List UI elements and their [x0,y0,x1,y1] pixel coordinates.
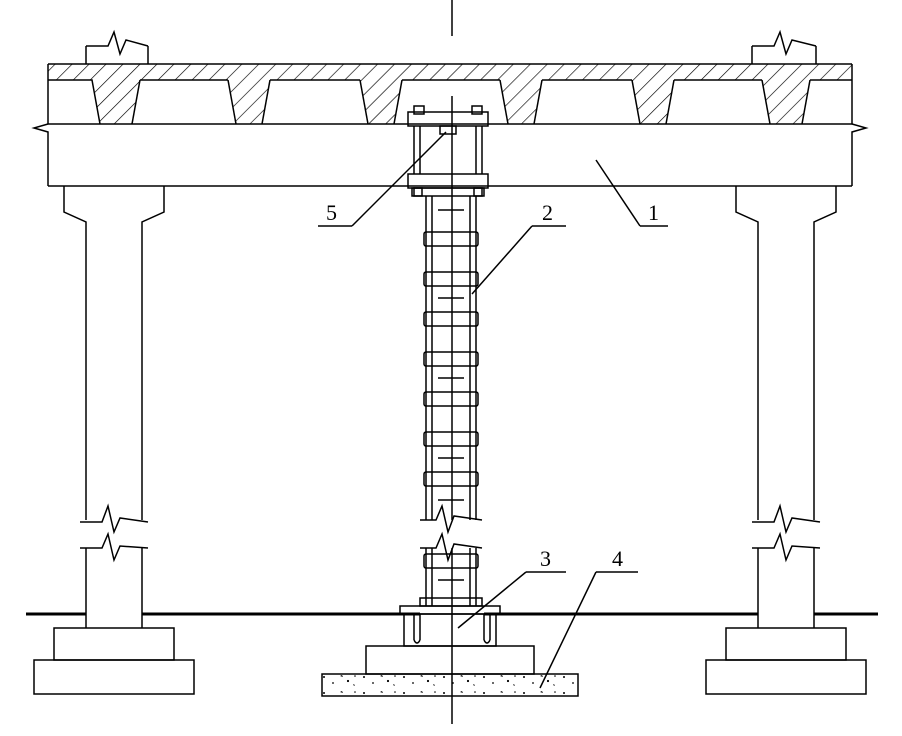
callout-labels: 1 2 3 4 5 [326,200,659,571]
concrete-pad [321,673,579,697]
callout-2: 2 [542,200,553,225]
callout-1: 1 [648,200,659,225]
callout-4: 4 [612,546,623,571]
break-marks-top [85,29,817,64]
base-plate [365,597,535,675]
shore-head [407,105,489,197]
left-column [33,186,195,695]
right-column [705,186,867,695]
callout-5: 5 [326,200,337,225]
beam [31,123,869,187]
shore-column [420,196,483,606]
leader-lines [318,131,668,689]
callout-3: 3 [540,546,551,571]
floor-slab [47,63,853,125]
